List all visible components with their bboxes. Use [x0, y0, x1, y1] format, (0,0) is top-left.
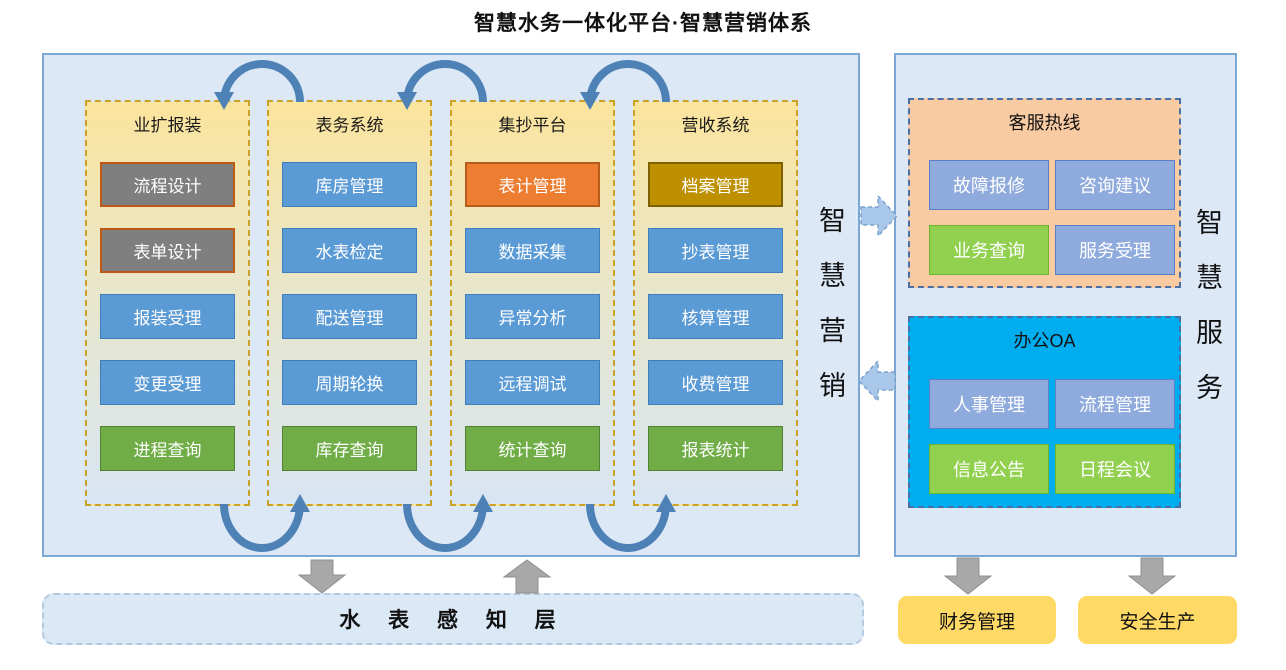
module-node: 核算管理: [648, 294, 783, 339]
module-node: 流程设计: [100, 162, 235, 207]
module-node: 日程会议: [1055, 444, 1175, 494]
module-node: 库存查询: [282, 426, 417, 471]
module-node: 远程调试: [465, 360, 600, 405]
group-title: 办公OA: [1013, 331, 1076, 351]
module-node: 流程管理: [1055, 379, 1175, 429]
down-arrow-finance: [943, 557, 993, 595]
vertical-label-smart-marketing: 智慧营销: [815, 206, 845, 426]
module-node: 业务查询: [929, 225, 1049, 275]
module-node: 水表检定: [282, 228, 417, 273]
module-node: 档案管理: [648, 162, 783, 207]
module-node: 周期轮换: [282, 360, 417, 405]
module-node: 信息公告: [929, 444, 1049, 494]
perception-layer-bar: 水 表 感 知 层: [42, 593, 864, 645]
module-node: 库房管理: [282, 162, 417, 207]
down-arrow-perception: [297, 559, 347, 594]
module-node: 收费管理: [648, 360, 783, 405]
module-node: 故障报修: [929, 160, 1049, 210]
page-title: 智慧水务一体化平台·智慧营销体系: [474, 12, 812, 35]
flow-arrow-right: [860, 194, 899, 238]
flow-arrow-left: [857, 359, 896, 403]
column-business-expansion: 业扩报装 流程设计 表单设计 报装受理 变更受理 进程查询: [85, 100, 250, 506]
vertical-label-smart-service: 智慧服务: [1192, 208, 1222, 428]
up-arrow-perception: [502, 559, 552, 594]
module-node: 配送管理: [282, 294, 417, 339]
column-title: 营收系统: [681, 116, 750, 135]
column-title: 表务系统: [315, 116, 384, 135]
module-node: 报表统计: [648, 426, 783, 471]
module-node: 抄表管理: [648, 228, 783, 273]
column-revenue-system: 营收系统 档案管理 抄表管理 核算管理 收费管理 报表统计: [633, 100, 798, 506]
module-node: 人事管理: [929, 379, 1049, 429]
group-customer-hotline: 客服热线 故障报修 咨询建议 业务查询 服务受理: [908, 98, 1181, 288]
module-node: 统计查询: [465, 426, 600, 471]
group-title: 客服热线: [1008, 113, 1081, 133]
column-meter-system: 表务系统 库房管理 水表检定 配送管理 周期轮换 库存查询: [267, 100, 432, 506]
module-node: 咨询建议: [1055, 160, 1175, 210]
module-node: 表计管理: [465, 162, 600, 207]
module-node: 进程查询: [100, 426, 235, 471]
group-office-oa: 办公OA 人事管理 流程管理 信息公告 日程会议: [908, 316, 1181, 508]
down-arrow-safety: [1127, 557, 1177, 595]
module-node: 异常分析: [465, 294, 600, 339]
module-node: 数据采集: [465, 228, 600, 273]
column-collection-platform: 集抄平台 表计管理 数据采集 异常分析 远程调试 统计查询: [450, 100, 615, 506]
safety-box: 安全生产: [1078, 596, 1237, 644]
finance-box: 财务管理: [898, 596, 1056, 644]
module-node: 报装受理: [100, 294, 235, 339]
module-node: 变更受理: [100, 360, 235, 405]
column-title: 集抄平台: [498, 116, 567, 135]
column-title: 业扩报装: [133, 116, 202, 135]
module-node: 服务受理: [1055, 225, 1175, 275]
module-node: 表单设计: [100, 228, 235, 273]
